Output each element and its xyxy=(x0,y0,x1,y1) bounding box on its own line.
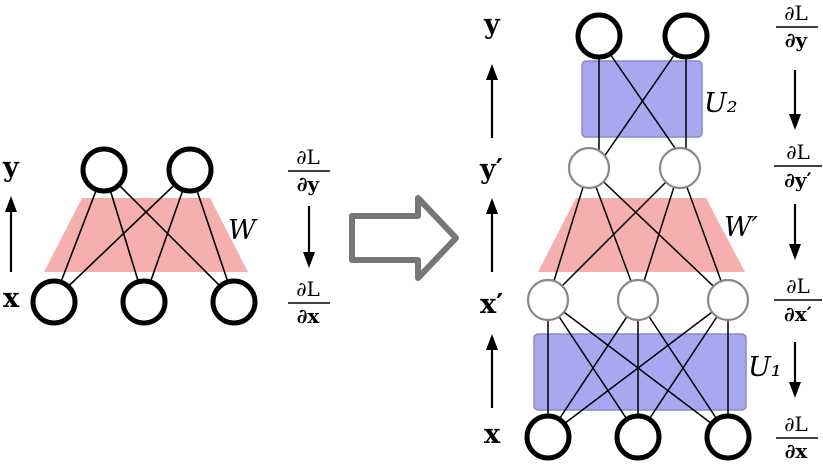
left-weight-label: W xyxy=(228,215,258,246)
left-weight-block xyxy=(44,198,248,272)
left-input-label: x xyxy=(3,283,20,314)
right-backward-arrow xyxy=(789,70,801,130)
right-grad-hidden-out-numerator: ∂L xyxy=(786,140,810,164)
right-output-node xyxy=(575,12,623,60)
right-weight-label: W′ xyxy=(724,212,758,243)
right-input-node xyxy=(614,413,662,461)
left-grad-output: ∂L ∂y xyxy=(288,145,330,196)
right-backward-arrow xyxy=(789,204,801,260)
left-input-node xyxy=(120,278,168,326)
right-grad-input: ∂L ∂x xyxy=(776,412,818,463)
right-hidden-out-node xyxy=(567,146,611,190)
right-grad-hidden-in: ∂L ∂x′ xyxy=(774,274,822,326)
left-output-label: y xyxy=(2,152,20,183)
right-network: U₂ W′ U₁ y y′ x′ x ∂L ∂y ∂L ∂y′ xyxy=(479,1,822,463)
right-hidden-in-label: x′ xyxy=(480,289,503,320)
left-network: W y x ∂L ∂y ∂L ∂x xyxy=(2,145,330,328)
left-grad-input-numerator: ∂L xyxy=(296,277,320,301)
right-input-node xyxy=(524,413,572,461)
right-input-label: x xyxy=(484,419,501,450)
right-grad-input-numerator: ∂L xyxy=(784,412,808,436)
right-forward-arrow xyxy=(486,334,498,408)
left-output-node xyxy=(166,146,214,194)
right-hidden-in-node xyxy=(526,278,570,322)
right-grad-hidden-out: ∂L ∂y′ xyxy=(774,140,822,192)
right-grad-output-numerator: ∂L xyxy=(784,1,808,25)
transform-arrow xyxy=(349,195,459,281)
left-forward-arrow xyxy=(5,196,17,272)
right-grad-hidden-in-numerator: ∂L xyxy=(786,274,810,298)
u1-block xyxy=(533,333,747,411)
right-hidden-out-node xyxy=(658,146,702,190)
u2-label: U₂ xyxy=(704,88,738,119)
u1-edges xyxy=(547,299,729,437)
left-input-node xyxy=(210,278,258,326)
left-input-node xyxy=(30,278,78,326)
right-grad-output: ∂L ∂y xyxy=(776,1,818,52)
right-forward-arrow xyxy=(486,64,498,138)
right-grad-output-denominator: ∂y xyxy=(785,28,809,52)
right-input-node xyxy=(704,413,752,461)
right-hidden-out-label: y′ xyxy=(479,154,503,185)
u1-label: U₁ xyxy=(748,352,782,383)
right-grad-input-denominator: ∂x xyxy=(785,439,809,463)
left-grad-input: ∂L ∂x xyxy=(288,277,330,328)
right-grad-hidden-in-denominator: ∂x′ xyxy=(784,302,812,326)
right-forward-arrow xyxy=(486,198,498,272)
left-grad-input-denominator: ∂x xyxy=(297,304,321,328)
right-output-node xyxy=(662,12,710,60)
right-hidden-in-node xyxy=(616,278,660,322)
right-backward-arrow xyxy=(789,342,801,398)
left-output-node xyxy=(80,146,128,194)
right-weight-block xyxy=(538,198,745,272)
right-hidden-in-node xyxy=(706,278,750,322)
left-grad-output-denominator: ∂y xyxy=(297,172,321,196)
left-grad-output-numerator: ∂L xyxy=(296,145,320,169)
right-weight-edges xyxy=(547,167,729,301)
right-grad-hidden-out-denominator: ∂y′ xyxy=(784,168,812,192)
right-output-label: y xyxy=(483,9,501,40)
left-backward-arrow xyxy=(303,206,315,268)
